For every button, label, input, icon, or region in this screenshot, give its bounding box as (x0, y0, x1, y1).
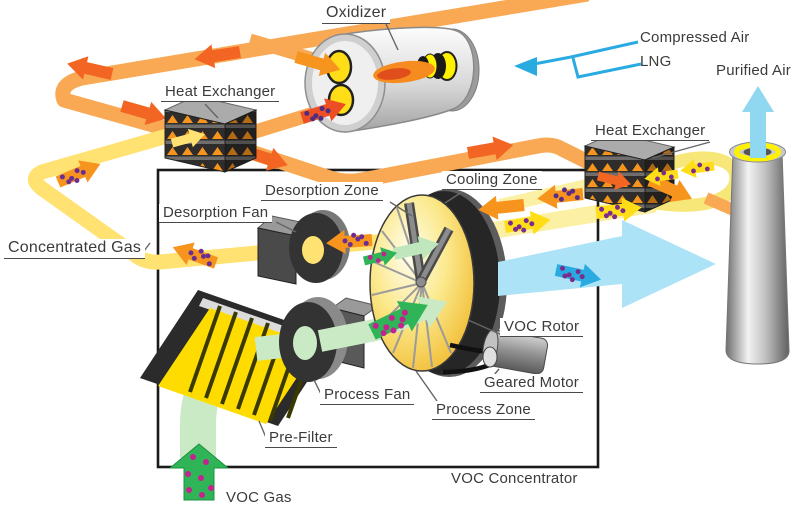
label-heat-exchanger-left: Heat Exchanger (161, 83, 280, 103)
label-lng: LNG (640, 53, 672, 70)
concentrated-gas-pipe (28, 126, 419, 270)
label-heat-exchanger-right: Heat Exchanger (591, 122, 710, 142)
label-voc-concentrator: VOC Concentrator (451, 470, 578, 487)
exhaust-stack (725, 86, 790, 365)
process-fan (279, 297, 380, 382)
feed-arrowhead (514, 57, 537, 76)
oxidizer (304, 26, 480, 133)
label-voc-rotor: VOC Rotor (500, 318, 584, 338)
label-compressed-air: Compressed Air (640, 29, 750, 46)
label-desorption-zone: Desorption Zone (261, 182, 383, 202)
label-cooling-zone: Cooling Zone (442, 171, 542, 191)
exhaust-pipe (227, 133, 608, 189)
purified-air-up-arrow (742, 86, 774, 158)
label-oxidizer: Oxidizer (322, 4, 391, 25)
label-geared-motor: Geared Motor (480, 374, 583, 394)
label-voc-gas: VOC Gas (226, 489, 292, 506)
purified-air-arrow (498, 220, 716, 308)
label-purified-air: Purified Air (716, 62, 791, 79)
label-process-fan: Process Fan (320, 386, 415, 406)
fan-bore (293, 326, 317, 360)
burner-feed-lines (514, 40, 642, 79)
label-concentrated-gas: Concentrated Gas (4, 239, 146, 260)
heat-exchanger-left (163, 95, 258, 173)
label-pre-filter: Pre-Filter (265, 429, 337, 449)
pulley-icon (482, 346, 498, 368)
label-desorption-fan: Desorption Fan (159, 204, 273, 224)
voc-gas-arrow (168, 443, 230, 501)
voc-rotor (369, 189, 507, 377)
label-process-zone: Process Zone (432, 401, 535, 421)
fan-bore (302, 236, 324, 264)
geared-motor (442, 329, 549, 375)
